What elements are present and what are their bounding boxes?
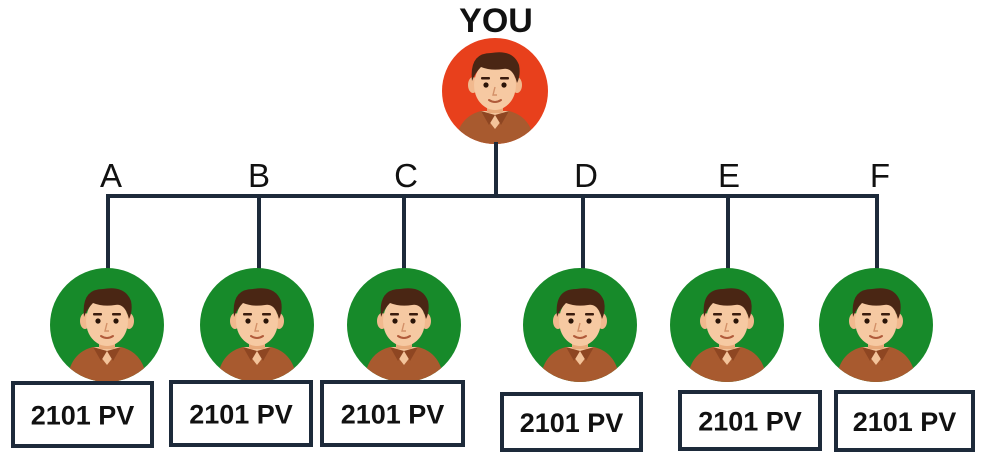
pv-box bbox=[834, 390, 975, 452]
pv-box bbox=[500, 392, 643, 452]
member-avatar-icon bbox=[347, 268, 461, 382]
member-node-e: E 2101 PV bbox=[670, 157, 822, 451]
member-avatar-icon bbox=[819, 268, 933, 382]
pv-value: 2101 PV bbox=[189, 400, 293, 430]
pv-value: 2101 PV bbox=[341, 400, 445, 430]
member-node-a: A 2101 PV bbox=[11, 157, 164, 448]
member-avatar-icon bbox=[670, 268, 784, 382]
member-row: A 2101 PV B 2101 PV C 2101 PV D 2101 PV E 2101 PV… bbox=[11, 157, 975, 452]
member-label: C bbox=[394, 157, 418, 194]
member-node-f: F 2101 PV bbox=[819, 157, 975, 452]
pv-box bbox=[11, 381, 154, 448]
pv-value: 2101 PV bbox=[520, 408, 624, 438]
pv-value: 2101 PV bbox=[698, 407, 802, 437]
member-avatar-icon bbox=[200, 268, 314, 382]
member-label: A bbox=[100, 157, 122, 194]
member-avatar-icon bbox=[50, 268, 164, 382]
member-label: D bbox=[574, 157, 598, 194]
pv-box bbox=[678, 390, 822, 451]
member-label: B bbox=[248, 157, 270, 194]
member-node-b: B 2101 PV bbox=[169, 157, 314, 447]
member-label: F bbox=[870, 157, 890, 194]
member-avatar-icon bbox=[523, 268, 637, 382]
member-node-d: D 2101 PV bbox=[500, 157, 643, 452]
root-avatar-icon bbox=[442, 38, 548, 144]
pv-value: 2101 PV bbox=[853, 407, 957, 437]
root-title: YOU bbox=[459, 2, 533, 40]
pv-value: 2101 PV bbox=[31, 401, 135, 431]
connector-lines bbox=[106, 142, 879, 198]
pv-box bbox=[320, 380, 465, 447]
member-label: E bbox=[718, 157, 740, 194]
pv-box bbox=[169, 380, 313, 447]
member-node-c: C 2101 PV bbox=[320, 157, 465, 447]
